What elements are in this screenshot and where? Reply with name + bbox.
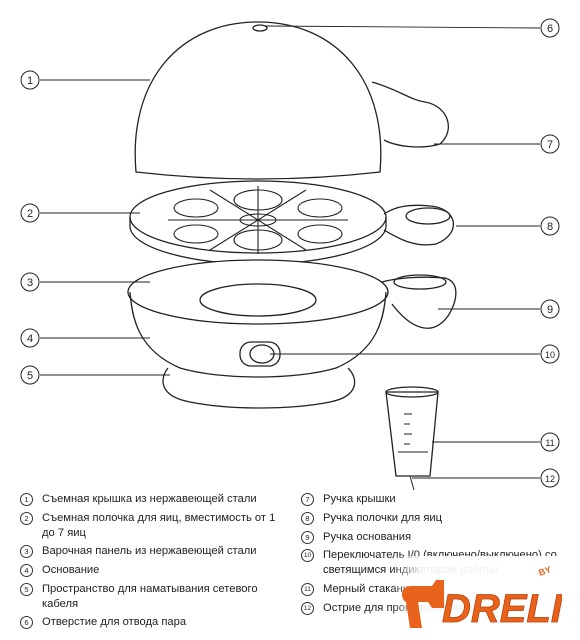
callout-7 <box>540 134 560 154</box>
callout-label: 11 <box>545 438 554 448</box>
steam-vent <box>252 24 268 32</box>
legend-number: 4 <box>20 564 33 578</box>
callout-label: 8 <box>547 221 553 233</box>
cord-storage-foot <box>162 367 356 409</box>
callout-2 <box>20 203 40 223</box>
callout-label: 10 <box>545 350 555 360</box>
callout-label: 5 <box>27 370 33 382</box>
legend-number: 6 <box>20 616 33 630</box>
legend-number: 2 <box>20 511 33 525</box>
legend-item: 2 Съемная полочка для яиц, вместимость о… <box>20 511 290 541</box>
legend-item: 9 Ручка основания <box>301 530 571 545</box>
callout-label: 6 <box>547 23 553 35</box>
legend-item: 1 Съемная крышка из нержавеющей стали <box>20 492 290 507</box>
legend-text: Съемная крышка из нержавеющей стали <box>42 493 257 505</box>
callout-10 <box>540 344 560 364</box>
legend-text: Основание <box>42 564 100 577</box>
base-body <box>129 291 387 378</box>
legend-text: Ручка крышки <box>323 493 396 505</box>
callout-5 <box>20 365 40 385</box>
egg-holders <box>168 186 348 254</box>
legend-item: 6 Отверстие для отвода пара <box>20 615 290 630</box>
legend-item: 3 Варочная панель из нержавеющей стали <box>20 544 290 559</box>
callout-label: 1 <box>27 75 33 87</box>
legend-number: 7 <box>301 493 314 506</box>
legend-text: Пространство для наматывания сетевого ка… <box>42 582 258 610</box>
callout-1 <box>20 70 40 90</box>
legend-number: 9 <box>301 530 314 544</box>
legend-number: 3 <box>20 545 33 559</box>
legend-item: 4 Основание <box>20 563 290 578</box>
legend-number: 10 <box>301 549 314 563</box>
legend-text: Ручка полочки для яиц <box>323 511 443 524</box>
base-handle <box>381 276 457 329</box>
legend-text: Съемная полочка для яиц, вместимость от … <box>42 511 276 539</box>
cooking-plate <box>127 259 389 325</box>
callout-markers <box>20 18 560 488</box>
callout-6 <box>540 18 560 38</box>
legend-number: 11 <box>301 582 314 596</box>
callout-8 <box>540 216 560 236</box>
legend-number: 1 <box>20 493 33 506</box>
callout-12 <box>540 468 560 488</box>
callout-label: 7 <box>547 139 553 151</box>
legend-text: Ручка основания <box>323 530 412 543</box>
legend-number: 12 <box>301 601 314 615</box>
legend-text: Отверстие для отвода пара <box>42 616 187 629</box>
callout-3 <box>20 272 40 292</box>
lid <box>134 21 382 180</box>
callout-11 <box>540 432 560 452</box>
piercing-pin <box>409 475 415 490</box>
drill-icon <box>402 580 444 628</box>
callout-4 <box>20 328 40 348</box>
legend-item: 8 Ручка полочки для яиц <box>301 511 571 526</box>
callout-label: 4 <box>27 333 33 345</box>
callout-label: 2 <box>27 208 33 220</box>
callout-9 <box>540 299 560 319</box>
callout-label: 12 <box>545 474 555 484</box>
logo-by: BY <box>537 564 552 578</box>
legend-left: 1 Съемная крышка из нержавеющей стали 2 … <box>20 492 290 634</box>
legend-item: 7 Ручка крышки <box>301 492 571 507</box>
legend-number: 8 <box>301 511 314 525</box>
legend-number: 5 <box>20 582 33 596</box>
legend-item: 5 Пространство для наматывания сетевого … <box>20 582 290 612</box>
dreli-logo: BY DRELI <box>392 556 562 634</box>
legend-text: Варочная панель из нержавеющей стали <box>42 545 257 558</box>
callout-label: 9 <box>547 304 553 316</box>
egg-cooker-diagram: 1 2 3 4 5 6 7 8 9 10 11 12 <box>20 18 560 490</box>
callout-label: 3 <box>27 277 33 289</box>
lid-handle <box>371 81 449 148</box>
logo-word: DRELI <box>442 587 562 631</box>
tray-handle <box>383 204 454 246</box>
